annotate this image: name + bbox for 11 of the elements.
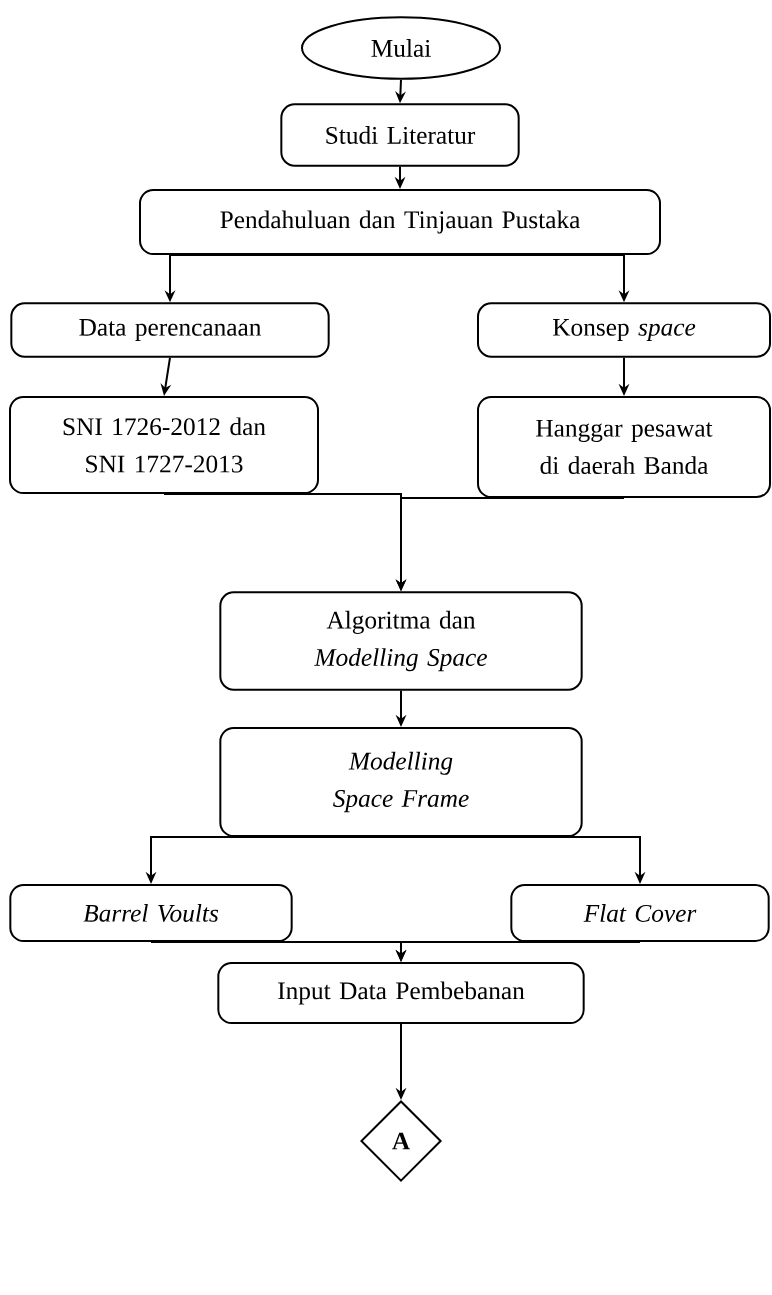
process-box: Input Data Pembebanan: [217, 962, 585, 1024]
process-box: Modelling Space Frame: [219, 727, 583, 837]
process-box: Hanggar pesawat di daerah Banda: [477, 396, 771, 498]
process-box: SNI 1726-2012 dan SNI 1727-2013: [9, 396, 319, 494]
process-box: Konsep space: [477, 302, 771, 358]
process-box: Data perencanaan: [10, 302, 330, 358]
process-box: Barrel Voults: [9, 884, 293, 942]
process-box: Flat Cover: [510, 884, 770, 942]
process-box: Pendahuluan dan Tinjauan Pustaka: [139, 189, 661, 255]
process-box: Algoritma dan Modelling Space: [219, 591, 583, 691]
process-box: Studi Literatur: [280, 103, 520, 167]
